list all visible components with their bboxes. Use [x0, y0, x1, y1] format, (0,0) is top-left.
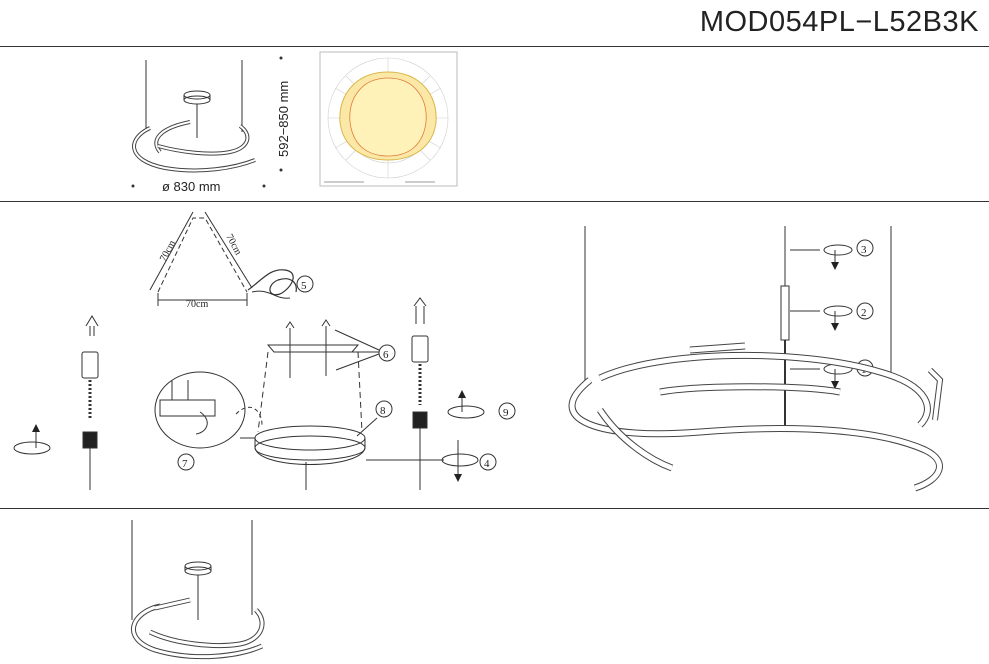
mounting-template-drawing [149, 211, 297, 306]
mounting-bracket [266, 319, 380, 378]
height-label: 592−850 mm [276, 81, 291, 157]
step-4-label: 4 [484, 458, 490, 470]
product-overview-drawing [131, 56, 283, 188]
step-6-label: 6 [383, 349, 389, 361]
step-8-label: 8 [380, 405, 386, 417]
step-7-label: 7 [182, 458, 188, 470]
section-divider-middle [0, 201, 989, 202]
wire-suspension-left [13, 315, 99, 490]
triangle-base: 70cm [186, 299, 208, 310]
section-divider-top [0, 46, 989, 47]
wire-suspension-right [411, 297, 485, 490]
step-5-label: 5 [301, 280, 307, 292]
model-title: MOD054PL−L52B3K [699, 6, 979, 38]
wiring-detail [154, 371, 263, 449]
product-final-drawing [131, 520, 265, 660]
step-3-label: 3 [861, 244, 867, 256]
triangle-side-left: 70cm [158, 238, 178, 263]
step-2-label: 2 [861, 307, 867, 319]
section-divider-bottom [0, 508, 989, 509]
diameter-label: ø 830 mm [162, 179, 221, 194]
lamp-assembly-detail [568, 226, 944, 492]
step-9-label: 9 [503, 407, 509, 419]
triangle-side-right: 70cm [223, 232, 243, 257]
light-distribution-chart [319, 51, 458, 187]
ceiling-canopy [240, 351, 444, 490]
